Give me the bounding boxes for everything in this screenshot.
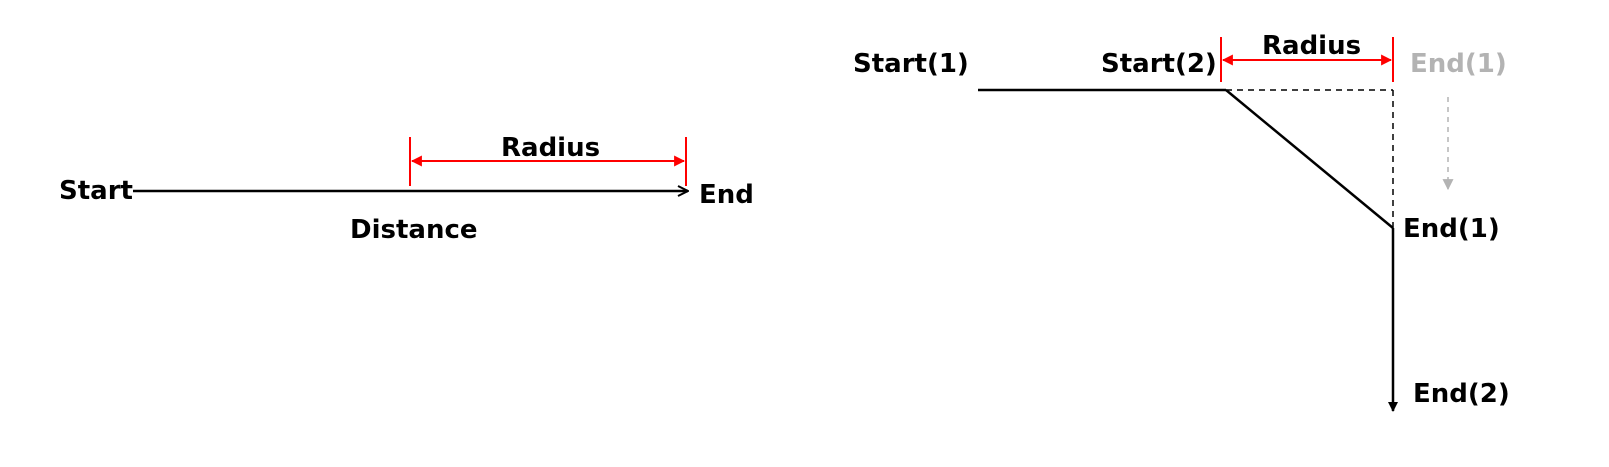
- end1-previous-label: End(1): [1410, 49, 1507, 79]
- end2-label: End(2): [1413, 379, 1510, 409]
- left-diagram: Start End Distance Radius: [59, 133, 754, 245]
- path-segment-blend: [1225, 89, 1394, 229]
- radius-label: Radius: [501, 133, 600, 163]
- end1-label: End(1): [1403, 214, 1500, 244]
- radius-label: Radius: [1262, 31, 1361, 61]
- start-label: Start: [59, 176, 133, 206]
- distance-label: Distance: [350, 215, 478, 245]
- end-label: End: [699, 180, 754, 210]
- start2-label: Start(2): [1101, 49, 1217, 79]
- right-diagram: Start(1) Start(2) Radius End(1) End(1) E…: [853, 31, 1510, 412]
- start1-label: Start(1): [853, 49, 969, 79]
